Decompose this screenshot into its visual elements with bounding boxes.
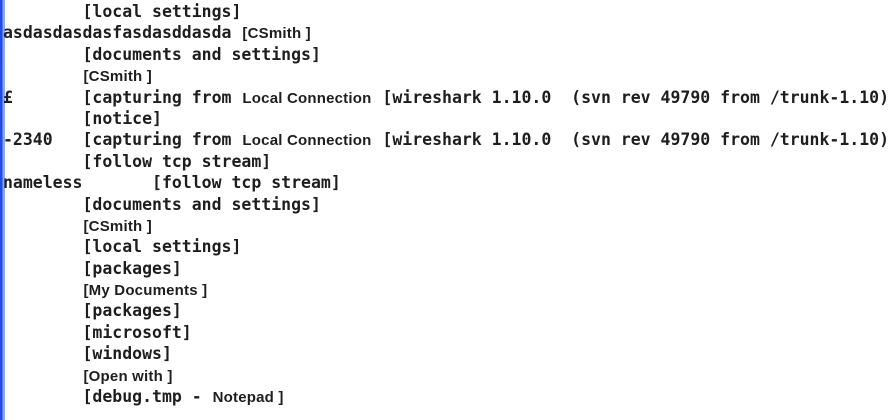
log-text-segment [3, 366, 82, 385]
window-left-border [0, 0, 5, 420]
console-line: [windows] [3, 343, 889, 364]
console-line: £ [capturing from Local Connection [wire… [3, 87, 889, 108]
console-line: [documents and settings] [3, 194, 889, 215]
text-cursor: __ [3, 408, 23, 420]
window-title-prop-segment: [CSmith ] [83, 68, 152, 86]
console-line: [Open with ] [3, 365, 889, 386]
window-title-prop-segment: Notepad ] [212, 389, 284, 407]
log-text-segment [3, 216, 82, 235]
log-text-segment: -2340 [capturing from [3, 130, 242, 150]
console-line: asdasdasdasfasdasddasda [CSmith ] [3, 22, 889, 43]
log-text-segment: [debug.tmp - [3, 387, 212, 407]
log-text-segment [3, 280, 82, 299]
console-line: [My Documents ] [3, 279, 889, 300]
console-line: [notice] [3, 108, 889, 129]
log-text-segment: [local settings] [3, 2, 242, 21]
log-text-segment: [documents and settings] [3, 44, 321, 64]
console-line: [local settings] [3, 1, 889, 22]
console-line: [packages] [3, 300, 889, 321]
log-text-segment: £ [capturing from [3, 87, 242, 107]
log-text-segment: [wireshark 1.10.0 (svn rev 49790 from /t… [372, 130, 889, 150]
log-text-segment: [microsoft] [3, 322, 192, 342]
console-line: [debug.tmp - Notepad ] [3, 386, 889, 407]
log-text-segment [3, 66, 82, 85]
console-line: [follow tcp stream] [3, 151, 889, 172]
console-line: [CSmith ] [3, 65, 889, 86]
window-title-prop-segment: [CSmith ] [83, 217, 152, 235]
log-text-segment: [windows] [3, 344, 172, 364]
log-text-segment: asdasdasdasfasdasddasda [3, 23, 242, 43]
console-line: nameless [follow tcp stream] [3, 172, 889, 193]
console-line: [microsoft] [3, 322, 889, 343]
window-title-prop-segment: Local Connection [242, 89, 372, 107]
console-line: [packages] [3, 258, 889, 279]
console-line: [documents and settings] [3, 44, 889, 65]
log-text-segment: [local settings] [3, 237, 242, 257]
window-title-prop-segment: Local Connection [242, 132, 372, 150]
console-line: -2340 [capturing from Local Connection [… [3, 129, 889, 150]
log-text-segment: [notice] [3, 108, 162, 128]
window-title-prop-segment: [CSmith ] [242, 25, 311, 43]
console-output: [local settings]asdasdasdasfasdasddasda … [3, 1, 889, 420]
console-line: __ [3, 407, 889, 420]
log-text-segment: [documents and settings] [3, 194, 321, 214]
console-line: [local settings] [3, 236, 889, 257]
window-title-prop-segment: [My Documents ] [83, 282, 208, 300]
log-text-segment: nameless [follow tcp stream] [3, 173, 341, 193]
log-text-segment: [packages] [3, 258, 182, 278]
log-text-segment: [follow tcp stream] [3, 151, 272, 171]
log-text-segment: [packages] [3, 301, 182, 321]
console-line: [CSmith ] [3, 215, 889, 236]
window-title-prop-segment: [Open with ] [83, 367, 173, 385]
log-text-segment: [wireshark 1.10.0 (svn rev 49790 from /t… [372, 87, 889, 107]
